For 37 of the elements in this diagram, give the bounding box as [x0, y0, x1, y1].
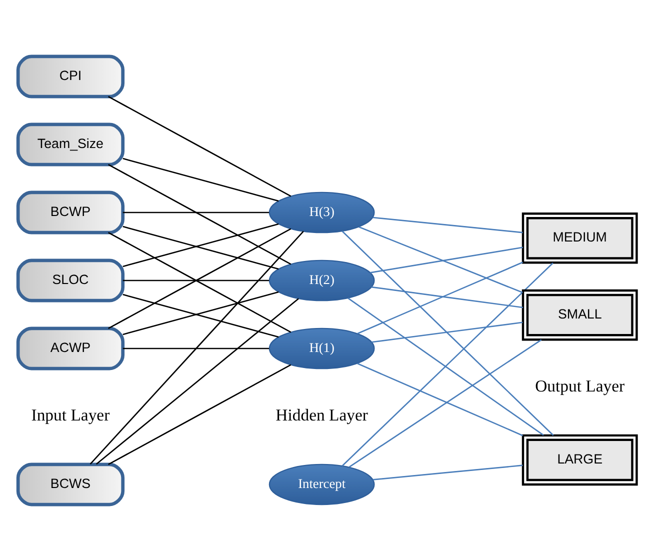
node-box: SMALL: [522, 288, 638, 340]
connector: [96, 298, 299, 464]
connector: [90, 230, 304, 464]
node-ellipse: H(2): [268, 259, 375, 301]
node-box: BCWS: [16, 462, 125, 506]
connector: [122, 347, 270, 349]
connector: [122, 157, 279, 202]
node-box: MEDIUM: [522, 212, 638, 264]
label: Hidden Layer: [276, 404, 368, 424]
node-box: Team_Size: [16, 122, 125, 166]
node-ellipse: H(3): [268, 191, 375, 233]
label: Input Layer: [31, 404, 110, 424]
connector: [372, 321, 523, 342]
connector: [108, 164, 292, 264]
connector: [108, 364, 292, 464]
node-ellipse: Intercept: [268, 463, 375, 505]
node-ellipse: H(1): [268, 327, 375, 369]
connector: [342, 262, 554, 466]
label: Output Layer: [535, 376, 625, 395]
connector: [372, 216, 523, 233]
node-box: ACWP: [16, 326, 125, 370]
connector: [357, 261, 524, 334]
connector: [122, 279, 270, 281]
node-box: SLOC: [16, 258, 125, 302]
connector: [371, 286, 524, 308]
connector: [358, 226, 523, 293]
connector: [370, 246, 523, 273]
connector: [372, 464, 523, 480]
node-box: LARGE: [522, 434, 638, 486]
connector: [342, 230, 554, 436]
connector: [122, 211, 270, 213]
connector: [348, 296, 544, 436]
node-box: BCWP: [16, 190, 125, 234]
connector: [108, 96, 292, 196]
node-box: CPI: [16, 54, 125, 98]
connector: [348, 338, 542, 468]
connector: [357, 362, 524, 436]
